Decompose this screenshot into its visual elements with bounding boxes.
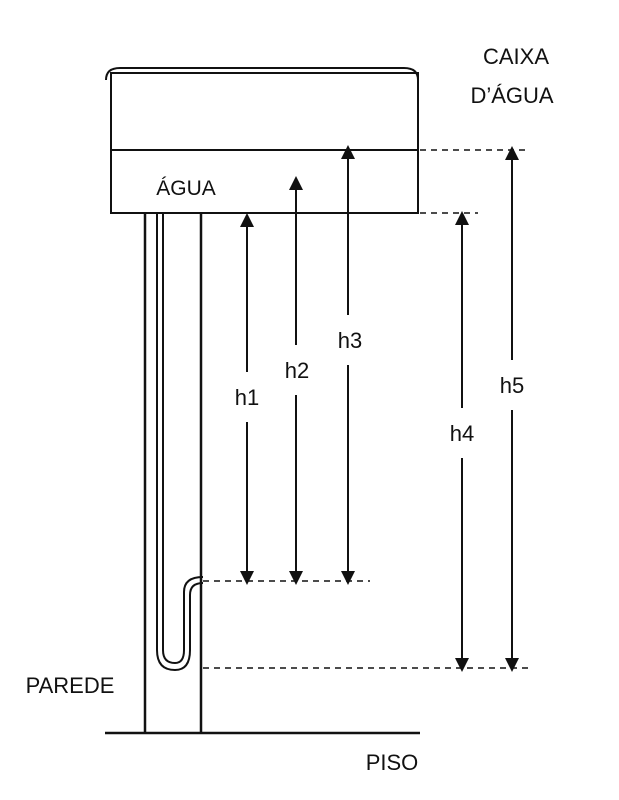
tank-label-line1: CAIXA: [483, 44, 549, 69]
h4-label: h4: [450, 421, 474, 446]
siphon-pipe: [156, 213, 204, 672]
dimension-arrows: [240, 145, 519, 672]
floor-label: PISO: [366, 750, 419, 775]
water-label: ÁGUA: [156, 177, 216, 200]
h5-label: h5: [500, 373, 524, 398]
h3-label: h3: [338, 328, 362, 353]
tank-label-line2: D’ÁGUA: [470, 83, 553, 108]
water-tank: [105, 67, 419, 214]
tank-lid-brace: [105, 67, 419, 81]
tank-body: [110, 72, 419, 214]
wall: [143, 213, 203, 733]
h1-label: h1: [235, 385, 259, 410]
h2-label: h2: [285, 358, 309, 383]
wall-label: PAREDE: [26, 673, 115, 698]
